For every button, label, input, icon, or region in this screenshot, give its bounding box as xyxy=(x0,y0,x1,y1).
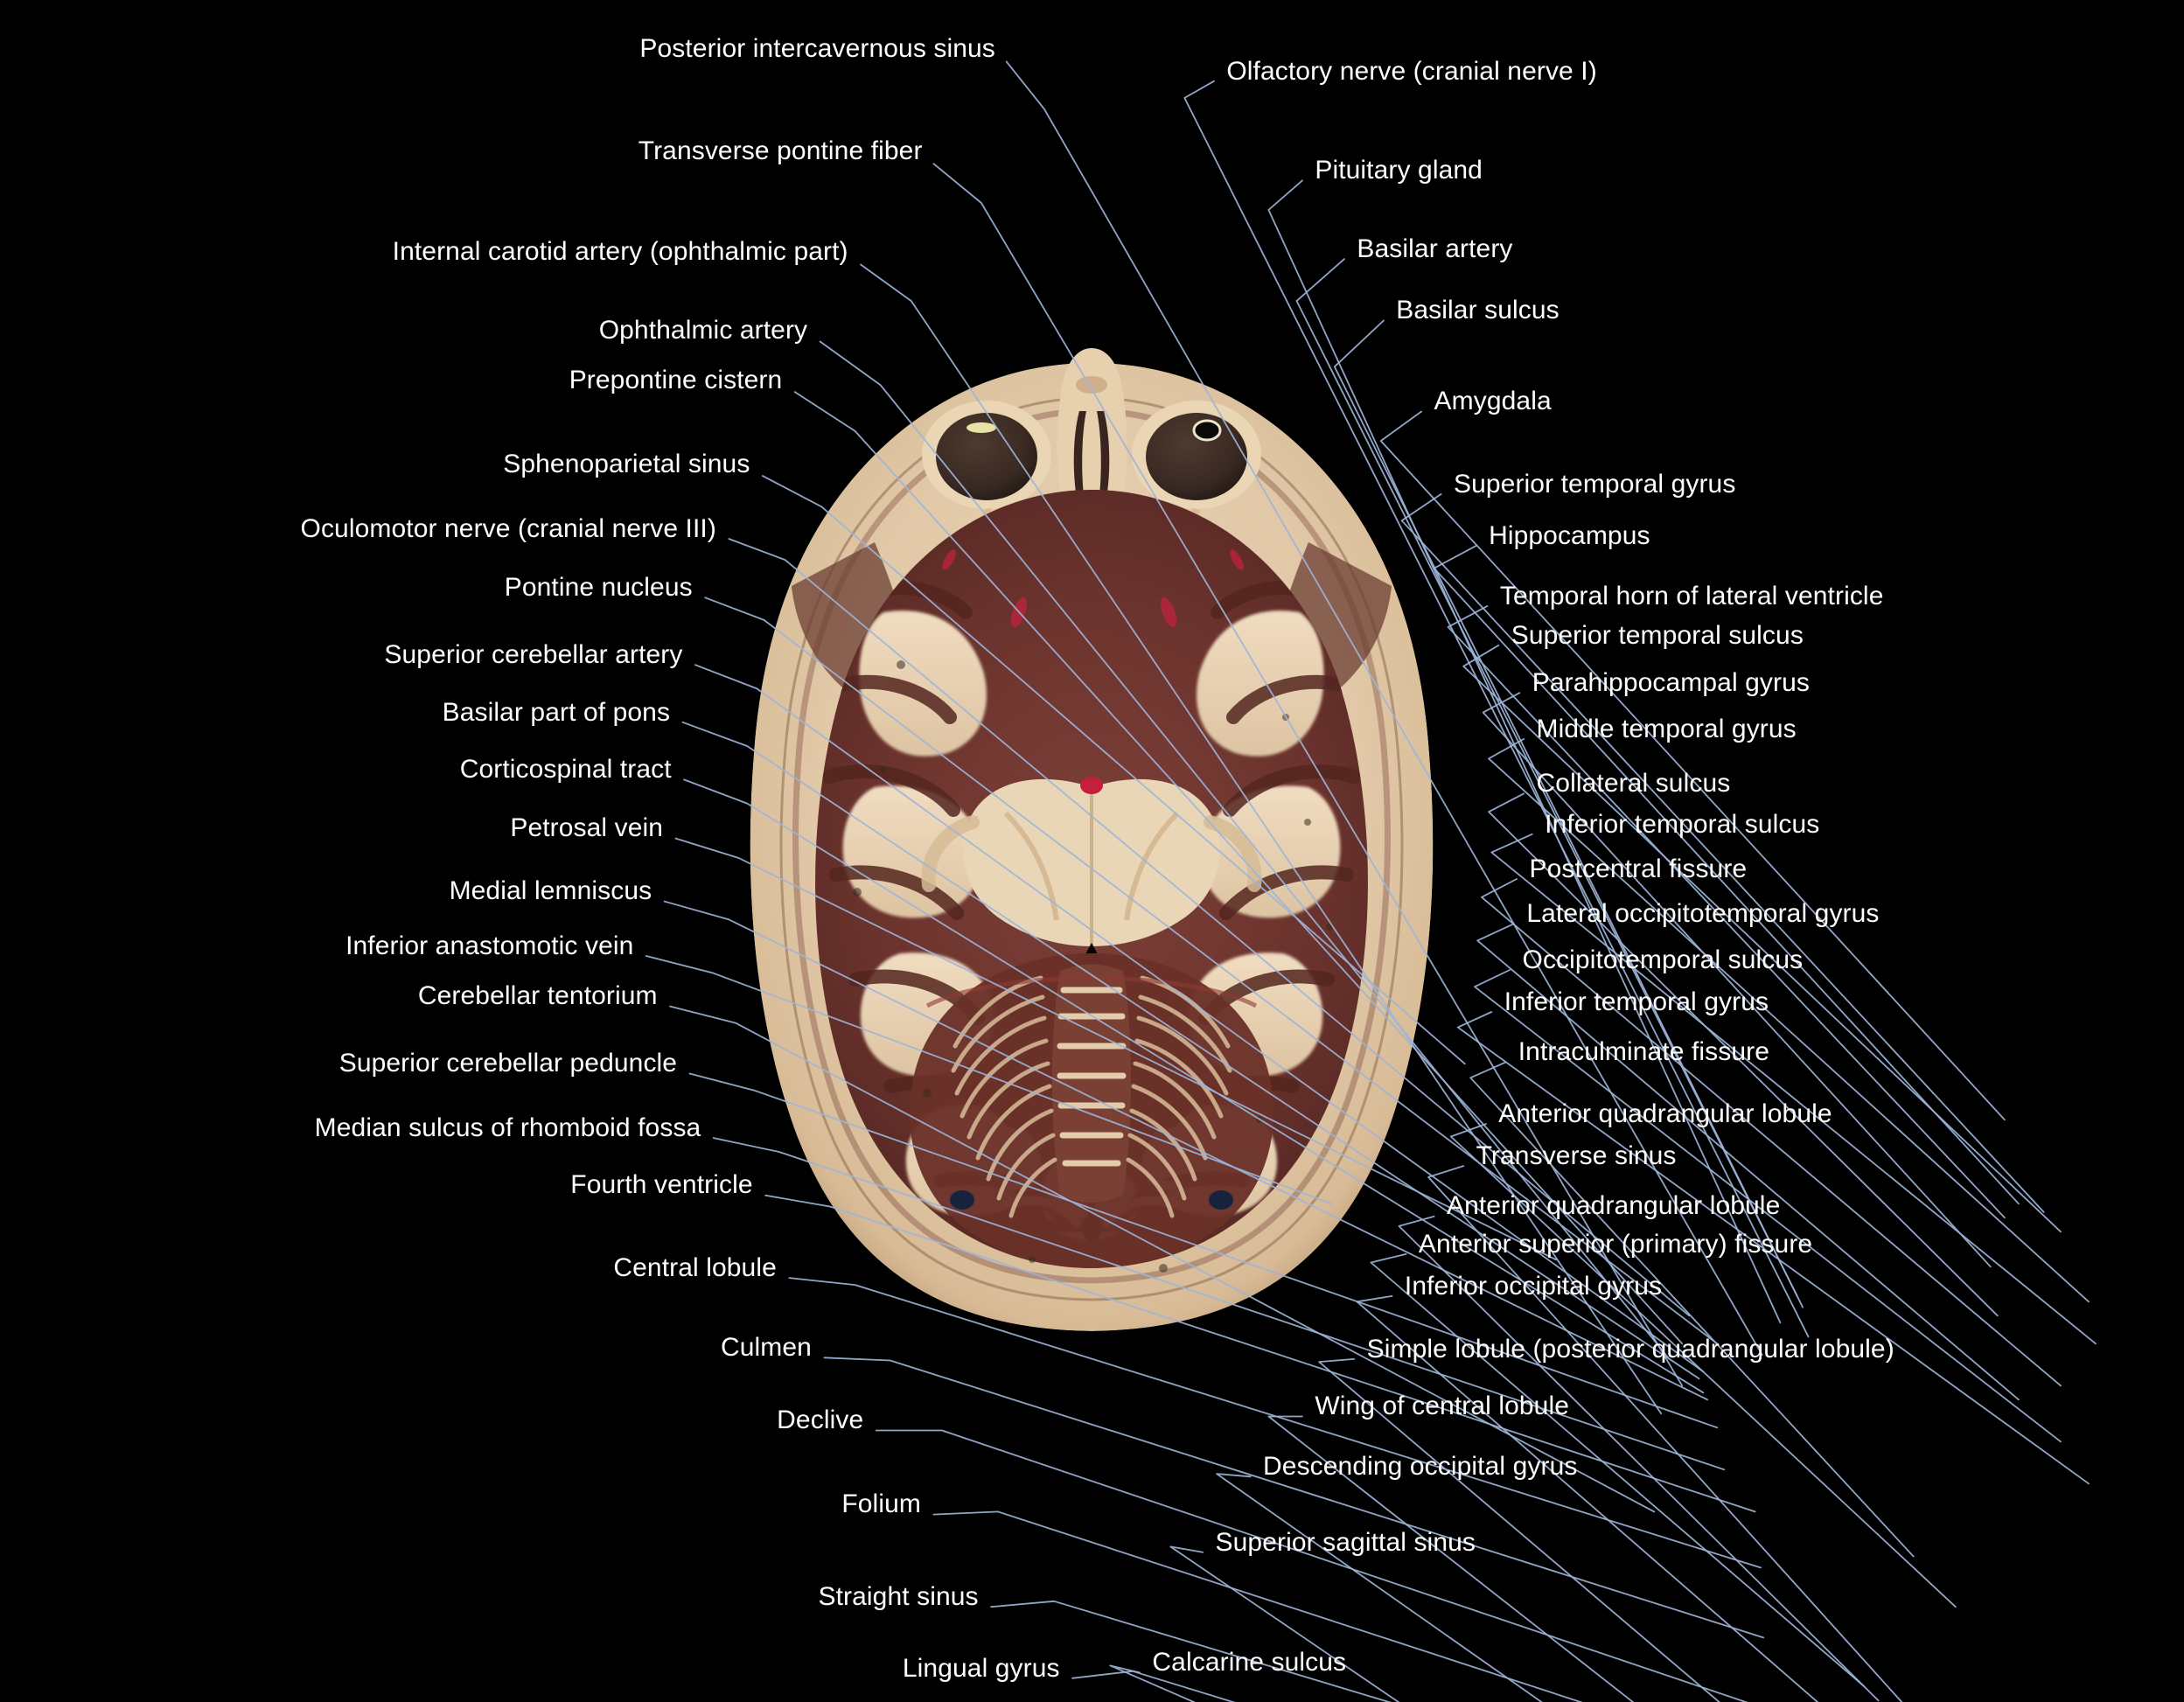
label-superior-sagittal-sinus: Superior sagittal sinus xyxy=(1215,1527,1476,1557)
label-middle-temporal-gyrus: Middle temporal gyrus xyxy=(1536,714,1797,743)
label-pituitary-gland: Pituitary gland xyxy=(1315,156,1483,185)
label-superior-temporal-gyrus: Superior temporal gyrus xyxy=(1453,469,1736,499)
label-temporal-horn-of-lateral-ventricle: Temporal horn of lateral ventricle xyxy=(1499,581,1884,610)
label-central-lobule: Central lobule xyxy=(613,1252,777,1282)
label-anterior-quadrangular-lobule-2: Anterior quadrangular lobule xyxy=(1446,1191,1781,1221)
label-culmen: Culmen xyxy=(720,1333,812,1363)
label-ophthalmic-artery: Ophthalmic artery xyxy=(598,315,808,345)
leader-line-straight-sinus xyxy=(990,1600,1392,1702)
label-basilar-sulcus: Basilar sulcus xyxy=(1396,296,1560,325)
label-basilar-artery: Basilar artery xyxy=(1357,234,1513,263)
leader-line-sphenoparietal-sinus xyxy=(762,475,1466,1065)
label-lingual-gyrus: Lingual gyrus xyxy=(902,1653,1060,1683)
label-internal-carotid-artery: Internal carotid artery (ophthalmic part… xyxy=(392,237,848,267)
label-prepontine-cistern: Prepontine cistern xyxy=(569,366,783,395)
label-median-sulcus-of-rhomboid-fossa: Median sulcus of rhomboid fossa xyxy=(314,1113,701,1142)
label-descending-occipital-gyrus: Descending occipital gyrus xyxy=(1263,1452,1578,1482)
label-inferior-temporal-sulcus: Inferior temporal sulcus xyxy=(1545,809,1820,839)
label-parahippocampal-gyrus: Parahippocampal gyrus xyxy=(1532,667,1811,697)
label-anterior-quadrangular-lobule-1: Anterior quadrangular lobule xyxy=(1498,1099,1832,1128)
label-corticospinal-tract: Corticospinal tract xyxy=(459,755,672,785)
label-superior-cerebellar-artery: Superior cerebellar artery xyxy=(384,639,683,669)
label-medial-lemniscus: Medial lemniscus xyxy=(449,876,652,906)
label-fourth-ventricle: Fourth ventricle xyxy=(570,1170,753,1200)
leader-line-petrosal-vein xyxy=(674,837,1557,1261)
label-straight-sinus: Straight sinus xyxy=(818,1581,979,1611)
leader-line-intraculminate-fissure xyxy=(1469,1061,1915,1558)
leader-line-median-sulcus-of-rhomboid-fossa xyxy=(712,1137,1726,1471)
leader-line-central-lobule xyxy=(788,1277,1762,1569)
leader-line-inferior-anastomotic-vein xyxy=(645,955,1333,1205)
label-sphenoparietal-sinus: Sphenoparietal sinus xyxy=(503,450,750,479)
label-intraculminate-fissure: Intraculminate fissure xyxy=(1518,1037,1770,1067)
label-calcarine-sulcus: Calcarine sulcus xyxy=(1152,1648,1347,1678)
label-superior-cerebellar-peduncle: Superior cerebellar peduncle xyxy=(338,1049,678,1078)
label-anterior-superior-primary-fissure: Anterior superior (primary) fissure xyxy=(1418,1229,1813,1259)
label-posterior-intercavernous-sinus: Posterior intercavernous sinus xyxy=(639,34,995,63)
label-olfactory-nerve: Olfactory nerve (cranial nerve I) xyxy=(1226,56,1597,86)
leader-line-superior-sagittal-sinus xyxy=(1169,1545,1400,1702)
label-hippocampus: Hippocampus xyxy=(1489,520,1650,550)
label-inferior-occipital-gyrus: Inferior occipital gyrus xyxy=(1404,1271,1663,1301)
label-postcentral-fissure: Postcentral fissure xyxy=(1529,854,1748,883)
label-inferior-temporal-gyrus: Inferior temporal gyrus xyxy=(1504,987,1769,1016)
label-occipitotemporal-sulcus: Occipitotemporal sulcus xyxy=(1522,945,1804,974)
label-oculomotor-nerve: Oculomotor nerve (cranial nerve III) xyxy=(300,513,716,543)
label-wing-of-central-lobule: Wing of central lobule xyxy=(1315,1392,1570,1421)
label-transverse-sinus: Transverse sinus xyxy=(1476,1140,1677,1170)
label-pontine-nucleus: Pontine nucleus xyxy=(504,573,693,603)
label-simple-lobule: Simple lobule (posterior quadrangular lo… xyxy=(1366,1334,1894,1364)
label-petrosal-vein: Petrosal vein xyxy=(510,813,664,843)
label-transverse-pontine-fiber: Transverse pontine fiber xyxy=(638,136,923,165)
label-declive: Declive xyxy=(777,1406,864,1435)
label-collateral-sulcus: Collateral sulcus xyxy=(1536,769,1731,799)
label-superior-temporal-sulcus: Superior temporal sulcus xyxy=(1511,620,1804,650)
label-basilar-part-of-pons: Basilar part of pons xyxy=(442,697,671,727)
label-cerebellar-tentorium: Cerebellar tentorium xyxy=(417,981,658,1011)
label-inferior-anastomotic-vein: Inferior anastomotic vein xyxy=(345,931,634,960)
label-lateral-occipitotemporal-gyrus: Lateral occipitotemporal gyrus xyxy=(1526,899,1880,928)
label-amygdala: Amygdala xyxy=(1434,387,1552,416)
label-folium: Folium xyxy=(841,1489,921,1519)
